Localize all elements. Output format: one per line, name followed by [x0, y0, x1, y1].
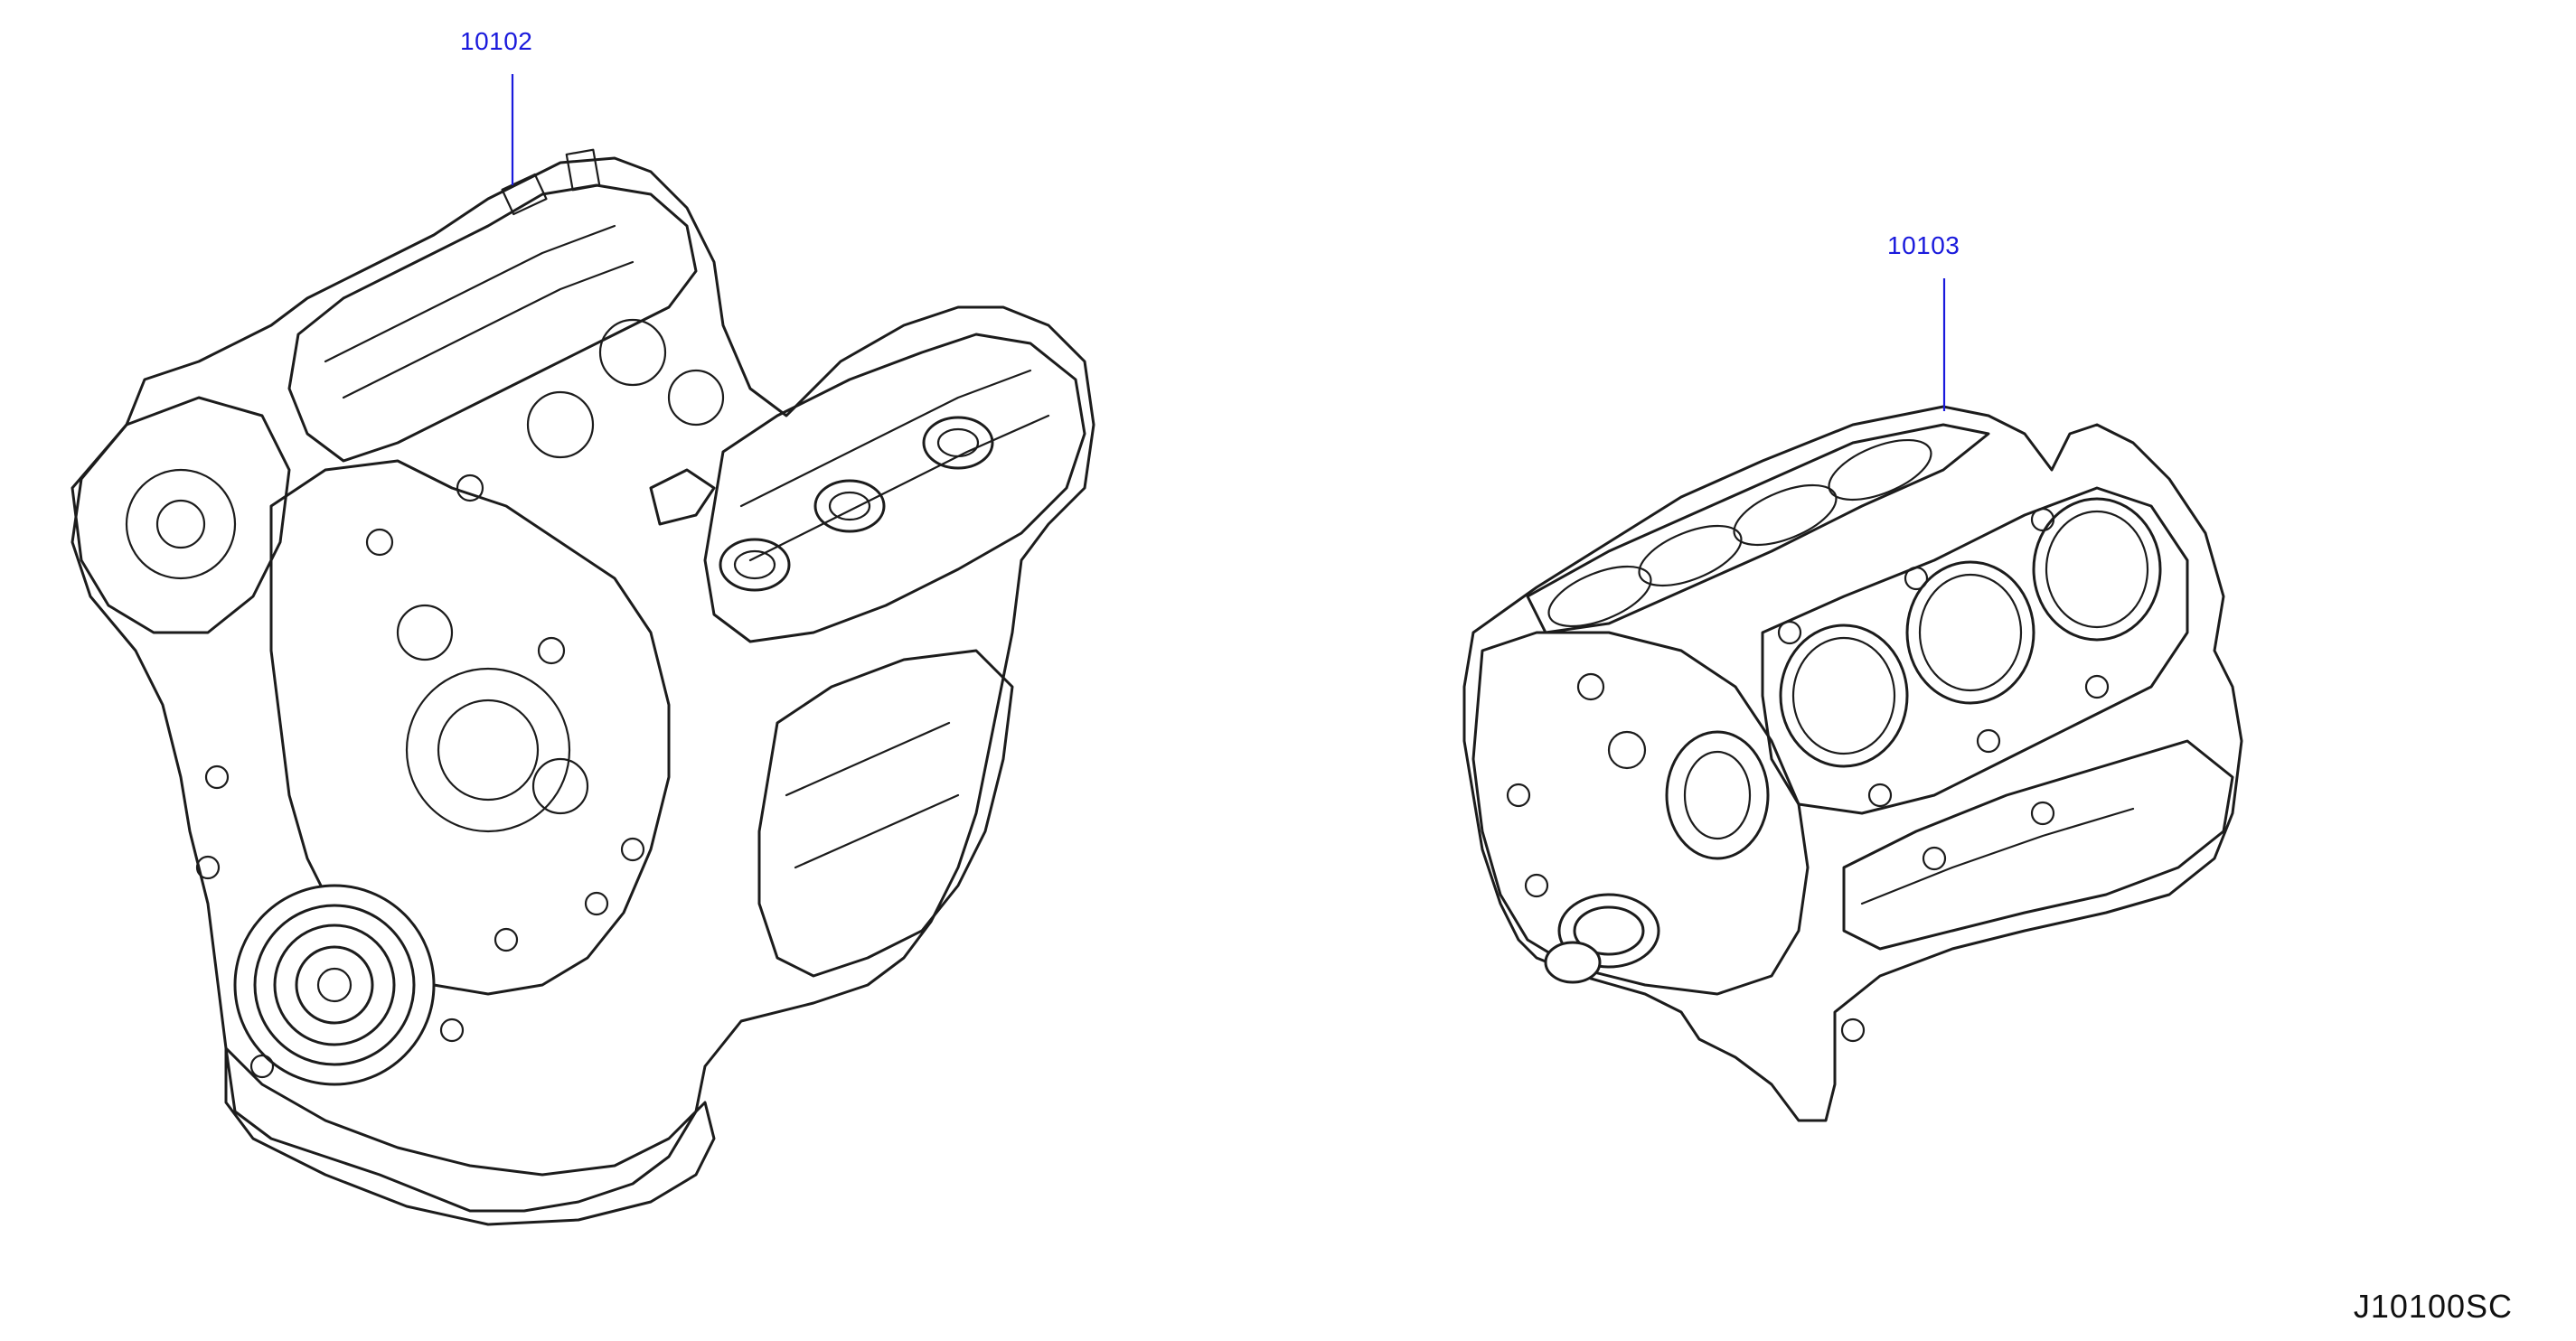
part-callout-10102[interactable]: 10102	[460, 27, 533, 55]
short-block-drawing[interactable]	[1462, 405, 2243, 1122]
diagram-reference-code: J10100SC	[2353, 1288, 2513, 1325]
engine-assembly-drawing[interactable]	[71, 148, 1095, 1226]
part-callout-10103[interactable]: 10103	[1887, 231, 1960, 259]
